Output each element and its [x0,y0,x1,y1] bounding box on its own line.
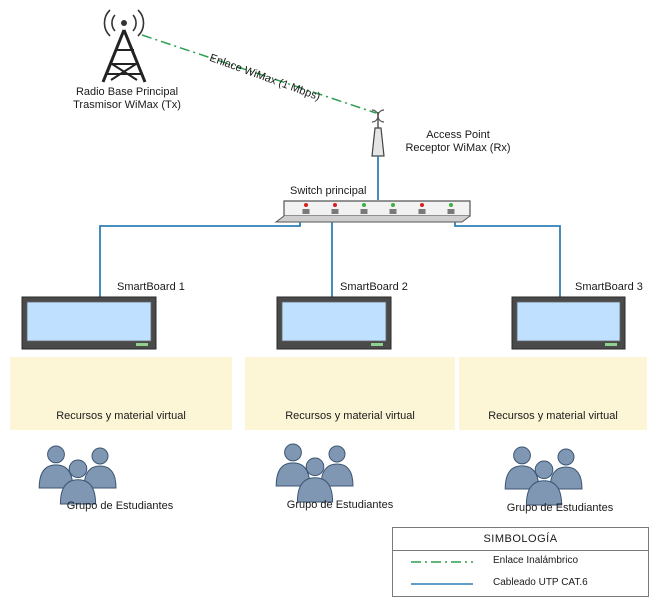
wireless-link-line [141,34,377,114]
student-group-icon-2 [275,443,354,503]
switch-led-6 [449,203,453,207]
group-label-1: Grupo de Estudiantes [66,500,174,512]
switch-front [274,215,471,223]
legend-cable-line [411,583,473,585]
legend-cable-label: Cableado UTP CAT.6 [493,577,588,588]
person-head-2 [328,445,346,463]
switch-port-2 [331,209,339,214]
smartboard-2-label: SmartBoard 2 [340,281,408,293]
switch-led-4 [391,203,395,207]
access-point-label: Access Point Receptor WiMax (Rx) [393,129,523,155]
tower-wave-4 [137,9,145,37]
person-body-2 [83,465,117,489]
tower-wave-3 [132,14,137,32]
person-head-2 [91,447,109,465]
monitor-screen [26,301,152,342]
access-point-label-line1: Access Point [426,129,490,141]
resources-label-3: Recursos y material virtual [488,410,618,422]
legend: SIMBOLOGÍA Enlace Inalámbrico Cableado U… [392,527,649,597]
switch-port-6 [447,209,455,214]
person-head-1 [47,445,65,464]
group-label-3: Grupo de Estudiantes [506,502,614,514]
monitor-screen [516,301,621,342]
monitor-led [605,343,617,346]
person-head-2 [557,448,575,466]
resources-panel-2 [245,357,455,430]
resources-label-1: Recursos y material virtual [56,410,186,422]
person-head-3 [534,460,554,480]
switch-body [283,200,471,217]
resources-label-2: Recursos y material virtual [285,410,415,422]
person-body-3 [59,479,97,505]
tower-wave-1 [111,14,116,32]
tower-label-line2: Trasmisor WiMax (Tx) [73,99,181,111]
switch-led-5 [420,203,424,207]
access-point-icon [371,109,385,157]
person-body-2 [320,463,354,487]
switch-port-5 [418,209,426,214]
tower-label: Radio Base Principal Trasmisor WiMax (Tx… [52,86,202,112]
ap-body [371,127,385,157]
resources-panel-3 [459,357,647,430]
student-group-icon-1 [38,445,117,505]
legend-item-wireless: Enlace Inalámbrico [393,551,648,573]
person-head-3 [68,459,88,479]
tower-bracing [105,29,141,81]
smartboard-3-label: SmartBoard 3 [575,281,643,293]
person-head-1 [284,443,302,462]
smartboard-1-label: SmartBoard 1 [117,281,185,293]
tower-antenna-tip [121,20,127,26]
switch-port-1 [302,209,310,214]
switch-port-4 [389,209,397,214]
resources-panel-1 [10,357,232,430]
radio-tower-icon [101,9,147,83]
person-body-3 [296,477,334,503]
cable-switch-smartboard-1 [99,222,301,300]
tower-label-line1: Radio Base Principal [75,86,179,98]
switch-led-1 [304,203,308,207]
person-head-1 [513,446,531,465]
smartboard-3-monitor-icon [511,296,626,350]
cable-switch-smartboard-3 [454,222,561,300]
access-point-label-line2: Receptor WiMax (Rx) [405,142,511,154]
switch-port-3 [360,209,368,214]
legend-wireless-line [411,561,473,563]
legend-wireless-label: Enlace Inalámbrico [493,555,579,566]
tower-wave-2 [103,9,111,37]
person-body-2 [549,466,583,490]
monitor-led [371,343,383,346]
person-head-3 [305,457,325,477]
group-label-2: Grupo de Estudiantes [286,499,394,511]
student-group-icon-3 [504,446,583,506]
switch-icon [274,200,471,223]
person-body-3 [525,480,563,506]
monitor-led [136,343,148,346]
legend-item-cable: Cableado UTP CAT.6 [393,573,648,595]
switch-led-2 [333,203,337,207]
switch-label: Switch principal [290,185,367,197]
legend-title: SIMBOLOGÍA [393,528,648,551]
smartboard-2-monitor-icon [276,296,392,350]
switch-led-3 [362,203,366,207]
monitor-screen [281,301,387,342]
smartboard-1-monitor-icon [21,296,157,350]
